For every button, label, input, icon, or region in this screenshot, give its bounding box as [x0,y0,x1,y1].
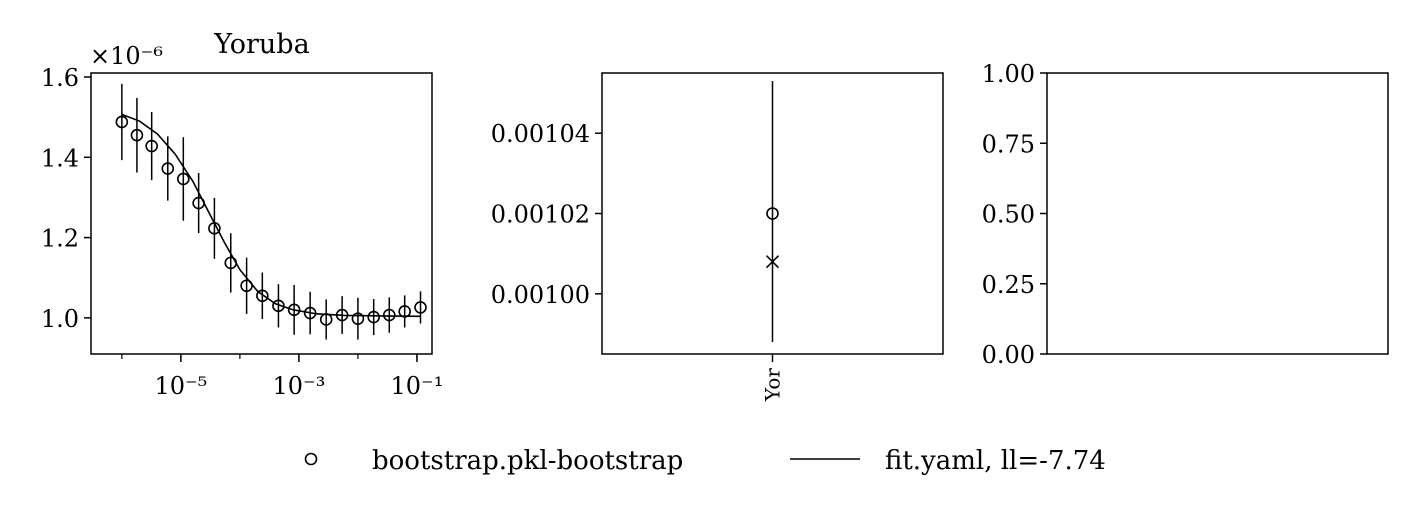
data-point [208,222,221,235]
y-tick-label: 0.50 [982,201,1035,229]
y-axis: 1.0 1.2 1.4 1.6 [41,64,91,333]
y-tick-label: 1.0 [41,305,79,333]
x-marker-stroke [765,255,780,269]
y-tick-label: 0.00102 [491,201,590,229]
data-point [287,303,301,317]
data-point [177,172,190,186]
data-point [335,308,349,322]
bootstrap-series [115,83,427,340]
y-tick-label: 1.6 [41,64,79,92]
y-tick-label: 0.00104 [491,120,590,148]
yoruba-panel: Yoruba ×10⁻⁶ 1.0 1.2 1.4 1.6 10⁻⁵ 10⁻³ 10⁻¹ [41,29,444,400]
data-point [256,289,269,303]
bootstrap-mean-point [766,207,779,220]
x-tick-label: 10⁻⁵ [154,372,207,400]
fit-estimate-x-marker [765,255,780,269]
legend-marker-open-circle [304,452,318,466]
data-point [224,256,238,270]
y-tick-label: 1.2 [41,225,79,253]
y-tick-label: 0.00100 [491,281,590,309]
data-point [192,196,205,210]
fit-series [121,113,421,318]
x-tick-label: 10⁻¹ [391,372,444,400]
y-tick-label: 0.75 [982,130,1035,158]
legend: bootstrap.pkl-bootstrap fit.yaml, ll=-7.… [304,446,1106,476]
data-point [367,310,380,324]
x-tick-label: 10⁻³ [272,372,325,400]
panel-title: Yoruba [213,29,309,60]
empty-panel: 0.00 0.25 0.50 0.75 1.00 [982,60,1389,369]
data-point [414,301,427,314]
data-point [240,279,253,293]
data-point [115,115,129,129]
x-axis: Yor [761,354,785,402]
data-point [303,306,317,320]
y-axis: 0.00100 0.00102 0.00104 [491,120,602,309]
x-axis: 10⁻⁵ 10⁻³ 10⁻¹ [121,354,444,400]
data-point [145,139,158,153]
x-tick-label: Yor [761,368,785,403]
y-tick-label: 1.00 [982,60,1035,88]
plot-frame [1046,72,1389,355]
plot-frame [601,72,944,355]
legend-label-bootstrap: bootstrap.pkl-bootstrap [372,446,683,476]
y-tick-label: 0.25 [982,271,1035,299]
fit-line [121,113,421,318]
y-axis: 0.00 0.25 0.50 0.75 1.00 [982,60,1047,369]
data-point [382,308,396,322]
data-point [398,305,411,318]
data-point [272,299,285,313]
y-tick-label: 0.00 [982,341,1035,369]
legend-label-fit: fit.yaml, ll=-7.74 [885,446,1106,476]
estimate-series [765,81,780,342]
data-point [351,312,365,325]
y-scale-label: ×10⁻⁶ [90,42,163,70]
y-tick-label: 1.4 [41,144,79,172]
data-point [319,313,333,326]
estimate-panel: 0.00100 0.00102 0.00104 Yor [491,72,944,402]
plot-frame [90,72,433,355]
data-point [130,128,144,142]
data-point [161,162,175,175]
